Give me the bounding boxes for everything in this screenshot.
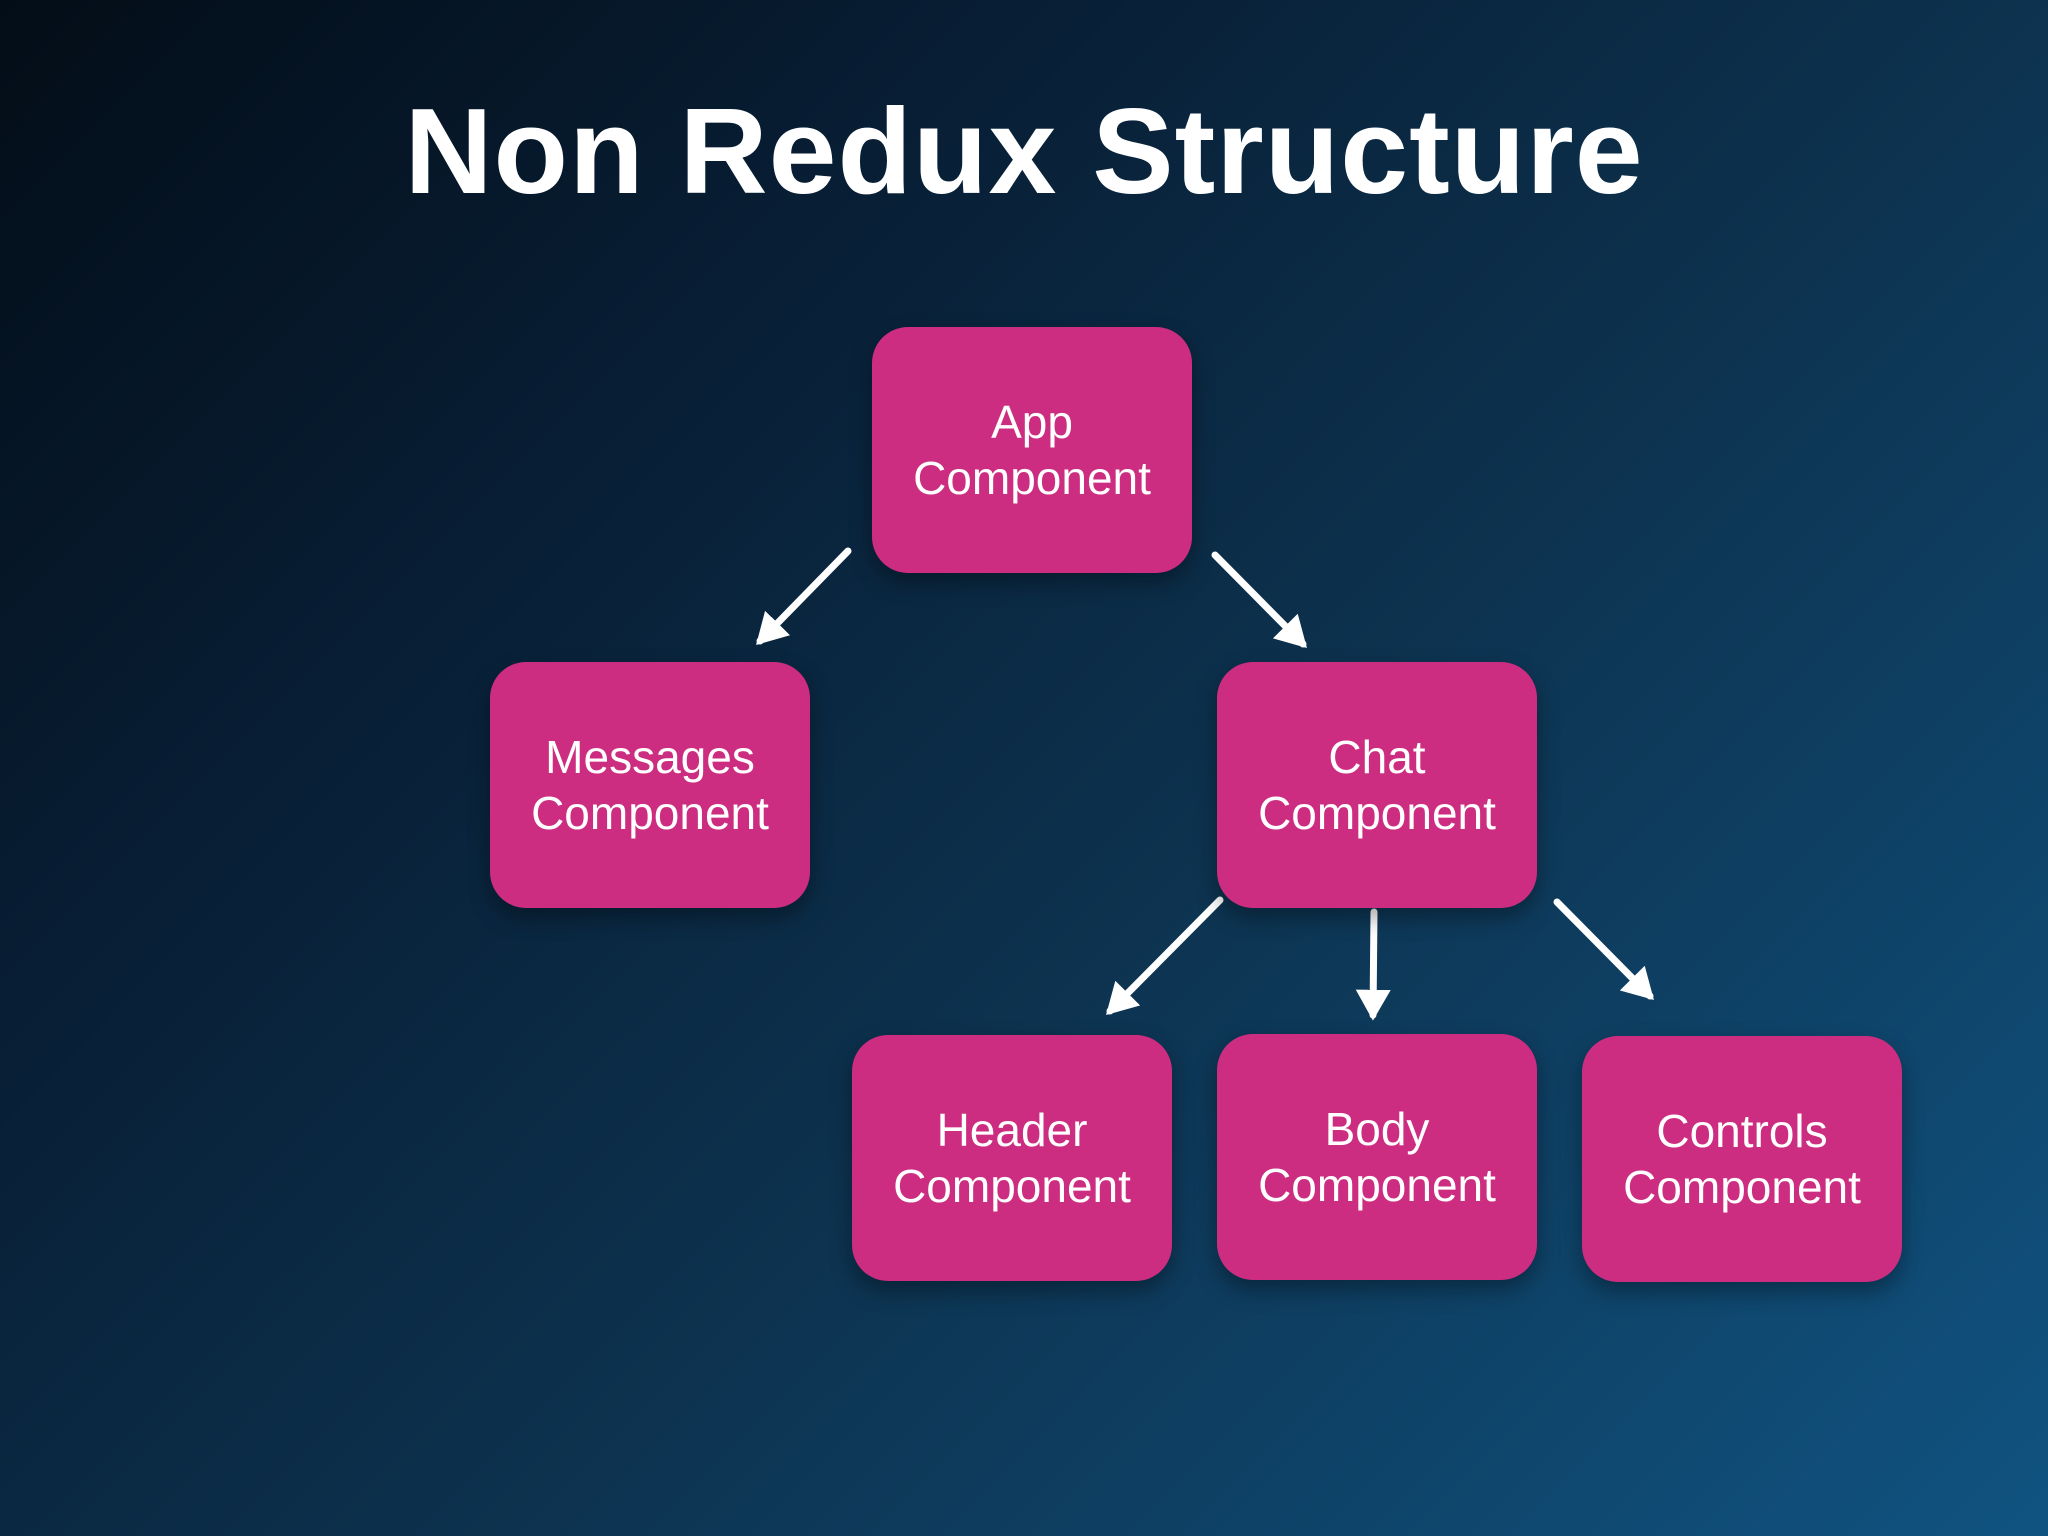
diagram-node-messages-component: Messages Component [490, 662, 810, 908]
node-label: Chat Component [1258, 730, 1496, 839]
node-label: App Component [913, 395, 1151, 504]
diagram-node-header-component: Header Component [852, 1035, 1172, 1281]
node-label: Body Component [1258, 1102, 1496, 1211]
arrow-chat-to-header [1106, 896, 1224, 1015]
arrow-app-to-messages [756, 547, 852, 646]
node-label: Header Component [893, 1103, 1131, 1212]
arrow-app-to-chat [1211, 551, 1307, 648]
slide-title: Non Redux Structure [404, 83, 1644, 219]
diagram-node-body-component: Body Component [1217, 1034, 1537, 1280]
arrow-chat-to-body [1355, 908, 1391, 1021]
diagram-node-app-component: App Component [872, 327, 1192, 573]
diagram-node-chat-component: Chat Component [1217, 662, 1537, 908]
node-label: Messages Component [531, 730, 769, 839]
node-label: Controls Component [1623, 1104, 1861, 1213]
diagram-node-controls-component: Controls Component [1582, 1036, 1902, 1282]
arrow-chat-to-controls [1553, 898, 1654, 1000]
